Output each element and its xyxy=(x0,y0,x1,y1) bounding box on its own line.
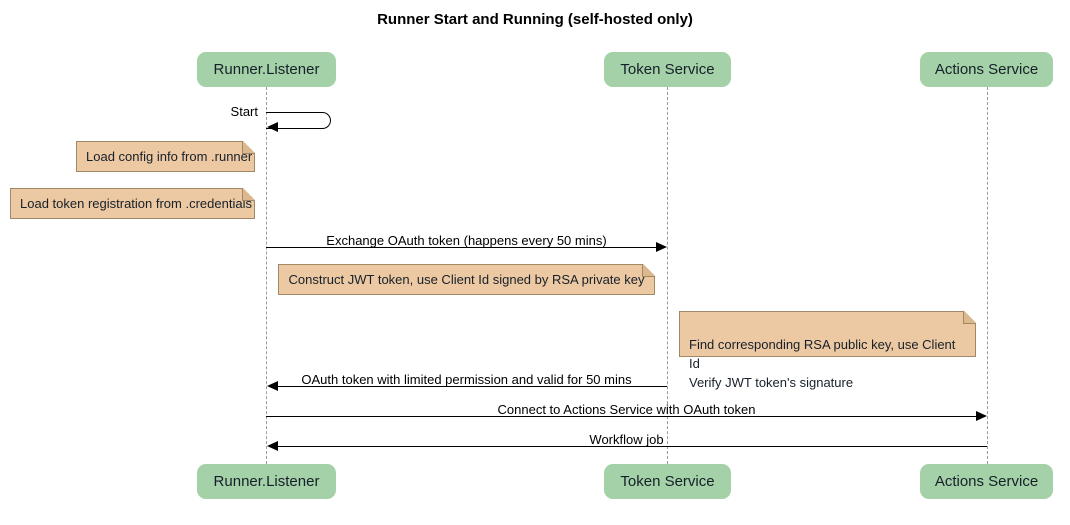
arrowhead-left-icon xyxy=(267,441,278,451)
note-text: Load token registration from .credential… xyxy=(20,196,252,211)
message-label-start: Start xyxy=(230,104,258,119)
message-label-exchange-oauth: Exchange OAuth token (happens every 50 m… xyxy=(326,233,607,248)
self-message-loop xyxy=(266,112,331,129)
note-load-token-registration: Load token registration from .credential… xyxy=(10,188,255,219)
message-line xyxy=(278,386,667,387)
arrowhead-left-icon xyxy=(267,381,278,391)
message-line xyxy=(266,247,656,248)
note-fold-corner-icon xyxy=(963,311,976,324)
message-label-workflow-job: Workflow job xyxy=(589,432,664,447)
message-line xyxy=(278,446,987,447)
note-fold-corner-icon xyxy=(642,264,655,277)
lifeline-token-service xyxy=(667,87,668,464)
note-load-config: Load config info from .runner xyxy=(76,141,255,172)
participant-token-service-bottom: Token Service xyxy=(604,464,731,499)
note-text: Find corresponding RSA public key, use C… xyxy=(689,337,956,390)
participant-actions-service-bottom: Actions Service xyxy=(920,464,1053,499)
note-text: Construct JWT token, use Client Id signe… xyxy=(288,272,645,287)
message-line xyxy=(266,416,976,417)
lifeline-runner-listener xyxy=(266,87,267,464)
participant-runner-listener-top: Runner.Listener xyxy=(197,52,336,87)
message-label-connect-actions: Connect to Actions Service with OAuth to… xyxy=(497,402,756,417)
message-label-oauth-token-returned: OAuth token with limited permission and … xyxy=(301,372,632,387)
note-verify-jwt: Find corresponding RSA public key, use C… xyxy=(679,311,976,390)
arrowhead-right-icon xyxy=(976,411,987,421)
note-text: Load config info from .runner xyxy=(86,149,253,164)
participant-runner-listener-bottom: Runner.Listener xyxy=(197,464,336,499)
lifeline-actions-service xyxy=(987,87,988,464)
note-fold-corner-icon xyxy=(242,188,255,201)
diagram-title: Runner Start and Running (self-hosted on… xyxy=(377,11,693,28)
participant-token-service-top: Token Service xyxy=(604,52,731,87)
arrowhead-left-icon xyxy=(267,122,278,132)
note-fold-corner-icon xyxy=(242,141,255,154)
note-construct-jwt: Construct JWT token, use Client Id signe… xyxy=(278,264,655,295)
participant-actions-service-top: Actions Service xyxy=(920,52,1053,87)
arrowhead-right-icon xyxy=(656,242,667,252)
